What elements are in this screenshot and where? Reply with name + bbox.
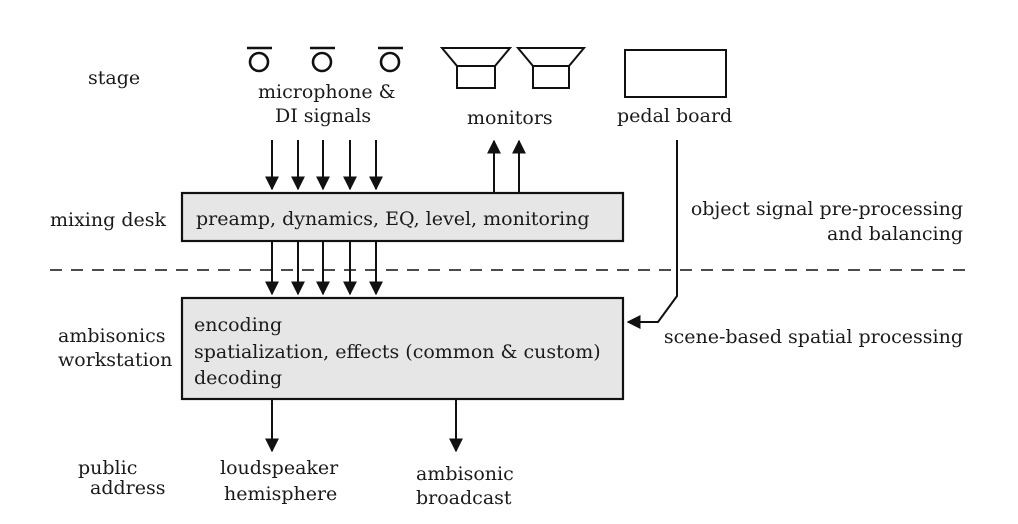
monitors-label: monitors	[467, 107, 553, 129]
loudspeaker-label-line2: hemisphere	[224, 483, 337, 505]
row-label-public-line2: address	[90, 477, 165, 499]
broadcast-label-line2: broadcast	[416, 487, 512, 509]
microphone-icon	[310, 46, 335, 73]
mixing-desk-box-text: preamp, dynamics, EQ, level, monitoring	[196, 208, 590, 230]
pedal-board-label: pedal board	[617, 105, 732, 127]
monitor-wedge-icon	[439, 47, 513, 89]
loudspeaker-label-line1: loudspeaker	[220, 457, 339, 479]
broadcast-label-line1: ambisonic	[416, 463, 514, 485]
workstation-box	[180, 296, 625, 401]
workstation-box-line3: decoding	[194, 367, 282, 389]
channel-arrows-to-workstation	[265, 241, 383, 296]
row-label-workstation-line2: workstation	[58, 349, 172, 371]
row-label-workstation-line1: ambisonics	[58, 325, 165, 347]
mic-label-line2: DI signals	[275, 105, 371, 127]
input-arrows-to-mixing-desk	[265, 140, 383, 191]
mixing-desk-box	[180, 191, 625, 243]
row-label-stage: stage	[88, 67, 140, 89]
scene-processing-note: scene-based spatial processing	[664, 326, 963, 348]
output-arrows	[265, 399, 463, 453]
pedal-board-icon	[624, 49, 727, 98]
object-processing-note-line1: object signal pre-processing	[691, 198, 963, 220]
microphone-icon	[378, 46, 403, 73]
row-label-mixing-desk: mixing desk	[50, 209, 166, 231]
microphone-icon	[247, 46, 272, 73]
object-processing-note-line2: and balancing	[827, 223, 963, 245]
monitor-feed-arrows	[487, 139, 526, 193]
monitor-wedge-icon	[515, 47, 587, 89]
mic-label-line1: microphone &	[258, 81, 396, 103]
row-label-public-line1: public	[78, 457, 137, 479]
pedal-board-connector	[626, 140, 678, 329]
workstation-box-line1: encoding	[194, 314, 282, 336]
workstation-box-line2: spatialization, effects (common & custom…	[194, 341, 601, 363]
